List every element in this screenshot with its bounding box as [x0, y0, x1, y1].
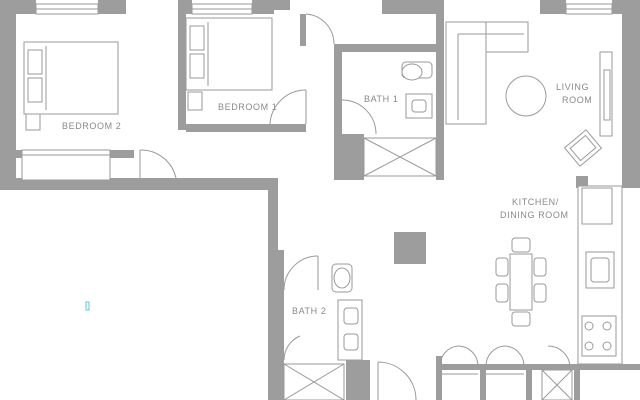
kitchen-dining: KITCHEN/ DINING ROOM — [495, 185, 623, 365]
pillow — [27, 49, 43, 75]
burner — [602, 321, 612, 331]
door-swing — [485, 345, 505, 367]
pillow — [189, 25, 205, 51]
wall-bath1-left — [334, 44, 342, 180]
door-swing — [439, 345, 459, 367]
wall-closet — [300, 14, 306, 46]
nightstand — [25, 113, 41, 131]
column — [394, 232, 426, 264]
chair — [495, 257, 509, 277]
tv — [603, 69, 611, 121]
armchair — [563, 129, 603, 167]
burner — [584, 321, 594, 331]
sofa-chaise — [445, 21, 487, 125]
wall-segment — [272, 0, 290, 10]
room-label-living-1: LIVING — [556, 82, 589, 92]
wall-closet — [436, 356, 442, 400]
toilet-bowl — [333, 267, 351, 289]
door-swing — [283, 255, 319, 291]
wall-bath1-shower-pier — [342, 134, 364, 180]
door-swing — [377, 361, 417, 400]
marker-icon — [85, 301, 90, 311]
bedroom-1: BEDROOM 1 — [185, 13, 335, 125]
nightstand — [187, 91, 203, 111]
room-label-living-2: ROOM — [562, 95, 592, 105]
chair — [511, 311, 531, 327]
door-swing — [547, 345, 571, 367]
wall-left — [0, 0, 16, 180]
sink-basin — [343, 333, 359, 351]
wall-bath1-right — [436, 0, 444, 180]
room-label-bath2: BATH 2 — [292, 306, 326, 316]
windows — [35, 3, 613, 15]
room-label-bedroom2: BEDROOM 2 — [62, 121, 121, 131]
chair — [533, 283, 547, 303]
wall-closet — [526, 364, 532, 400]
burner — [602, 341, 612, 351]
wall-corridor-bottom — [0, 178, 278, 190]
room-label-kitchen-2: DINING ROOM — [500, 210, 569, 220]
wall-closets-top — [436, 364, 640, 370]
dining-table — [509, 253, 533, 311]
door-swing — [269, 89, 307, 125]
pillow — [189, 53, 205, 79]
sink-basin — [343, 307, 359, 325]
wall-closet — [574, 364, 580, 400]
chair — [511, 237, 531, 253]
bedroom-2: BEDROOM 2 — [21, 41, 177, 181]
room-label-bath1: BATH 1 — [364, 94, 398, 104]
wall-segment — [98, 0, 126, 14]
bath-2: BATH 2 — [283, 255, 363, 400]
wall-bedrooms-divider — [178, 0, 186, 130]
room-label-kitchen-1: KITCHEN/ — [512, 197, 559, 207]
wall-bath2-pier — [346, 360, 370, 400]
door-swing — [457, 345, 479, 367]
wall-segment — [540, 0, 566, 14]
sink-basin — [411, 99, 427, 113]
coffee-table — [505, 75, 547, 117]
chair — [495, 283, 509, 303]
toilet-bowl — [401, 63, 423, 81]
wall-segment — [382, 0, 442, 14]
door-swing — [283, 335, 301, 361]
pillow — [27, 77, 43, 103]
fridge — [581, 187, 613, 225]
wall-segment — [252, 0, 274, 14]
door-swing — [503, 345, 525, 367]
entry-closets — [377, 345, 573, 400]
burner — [584, 341, 594, 351]
wall-bath2-left — [278, 250, 284, 400]
kitchen-sink-basin — [590, 257, 610, 283]
chair — [533, 257, 547, 277]
wall-kitchen-corner — [576, 176, 588, 188]
living-room: LIVING ROOM — [445, 21, 613, 167]
room-label-bedroom1: BEDROOM 1 — [218, 102, 277, 112]
wall-bath1-top — [334, 44, 444, 52]
wall-bedroom1-bottom — [186, 124, 306, 132]
door-swing — [139, 149, 177, 179]
door-swing — [341, 99, 377, 135]
wall-vertical-center — [268, 178, 278, 400]
bath-1: BATH 1 — [341, 61, 437, 177]
wall-right — [622, 0, 640, 188]
wall-closet — [480, 364, 486, 400]
door-swing — [305, 13, 335, 45]
